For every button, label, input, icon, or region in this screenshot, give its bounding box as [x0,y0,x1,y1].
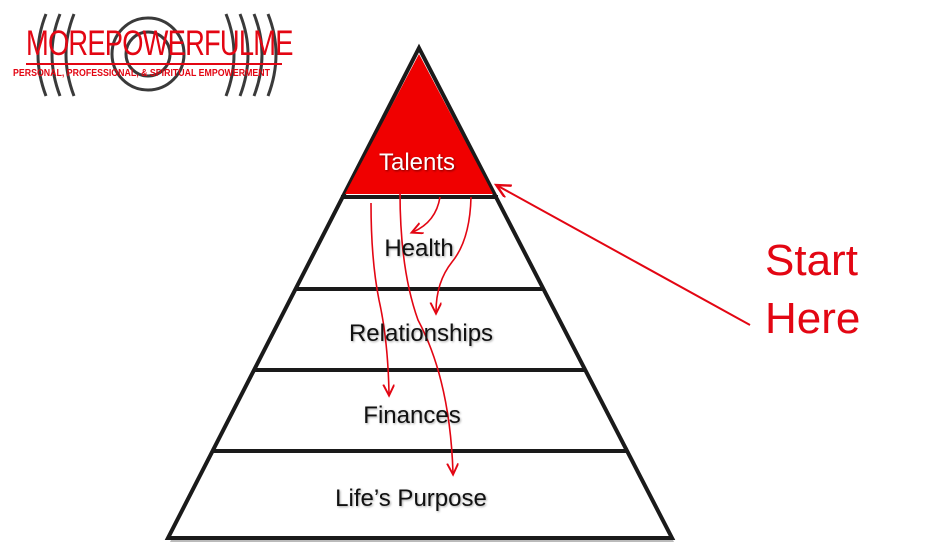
arrow-talents-to-lifes-purpose [399,191,453,473]
start-here-arrow [498,186,751,326]
logo-tagline: PERSONAL, PROFESSIONAL, & SPIRITUAL EMPO… [13,68,271,79]
flow-arrows [370,191,472,473]
level-label-lifes-purpose: Life’s Purpose [335,485,487,512]
level-label-relationships: Relationships [348,320,494,347]
start-here-callout: Start Here [765,236,861,343]
arrow-talents-to-finances [370,202,389,394]
level-label-health: Health [384,235,454,262]
top-segment-talents [345,54,493,194]
pyramid-outline [164,43,676,540]
logo-wordmark: MOREPOWERFULME [26,24,293,63]
arrow-talents-to-health [413,196,441,232]
arrow-talents-to-relationships [436,196,472,312]
level-dividers [212,195,626,453]
logo-underline [26,63,282,65]
level-label-talents: Talents [378,149,456,176]
level-label-finances: Finances [363,402,461,429]
logo-rings [36,13,278,97]
